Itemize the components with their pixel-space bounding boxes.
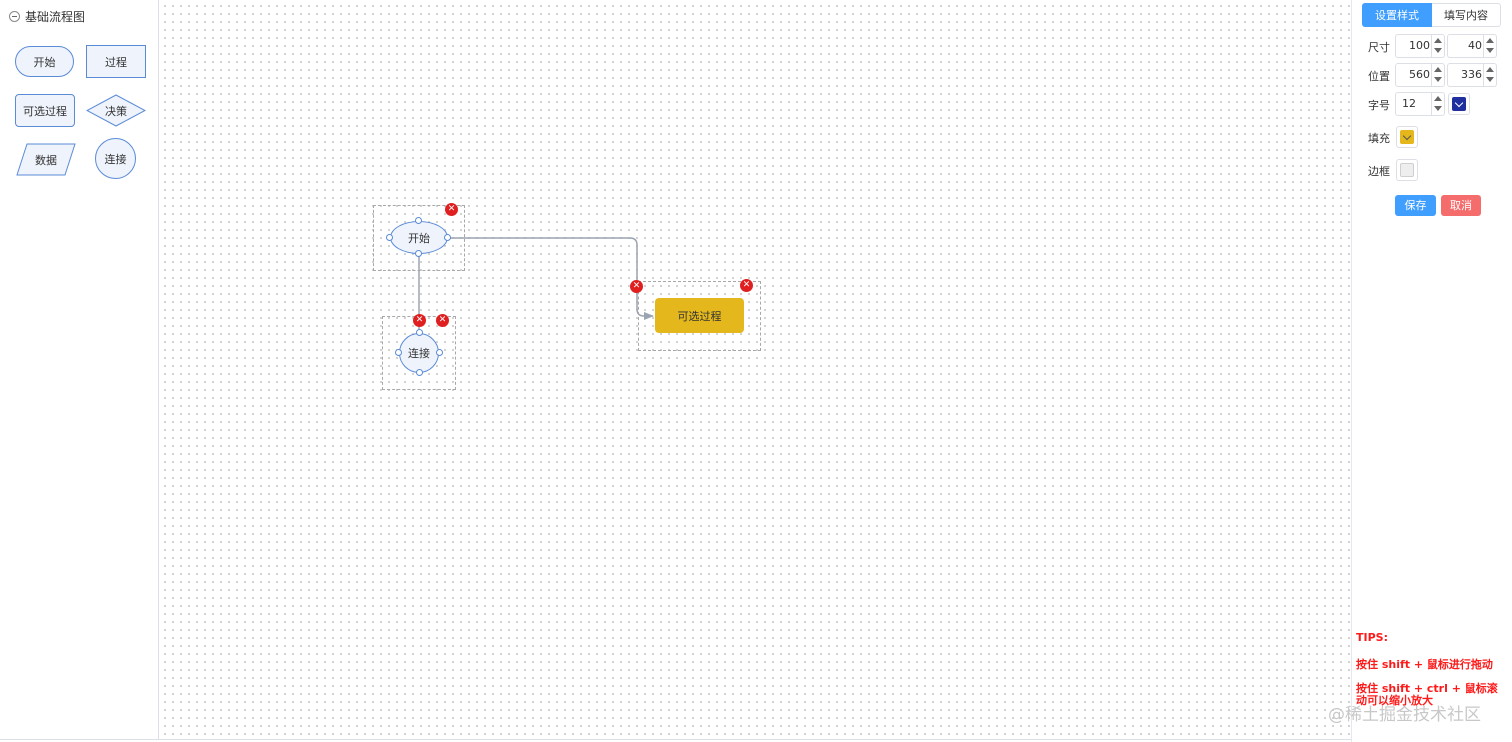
- fill-color-picker[interactable]: [1396, 126, 1418, 148]
- palette-shape-label: 连接: [104, 152, 127, 166]
- palette-shape-optional-process[interactable]: 可选过程: [15, 94, 75, 127]
- delete-node-icon[interactable]: ✕: [740, 279, 753, 292]
- border-label: 边框: [1368, 165, 1390, 178]
- fill-color-swatch: [1400, 130, 1414, 144]
- border-color-picker[interactable]: [1396, 159, 1418, 181]
- font-size-label: 字号: [1368, 99, 1390, 112]
- chevron-up-icon[interactable]: [1434, 67, 1442, 72]
- tip-zoom: 按住 shift + ctrl + 鼠标滚动可以缩小放大: [1356, 682, 1498, 707]
- diamond-shape: [86, 94, 146, 127]
- chevron-up-icon[interactable]: [1486, 38, 1494, 43]
- palette-shape-label: 开始: [33, 55, 56, 69]
- flowchart-canvas[interactable]: 开始 ✕ 连接 ✕ ✕ 可选过程 ✕ ✕: [159, 0, 1351, 740]
- cancel-button[interactable]: 取消: [1441, 195, 1481, 216]
- font-color-picker[interactable]: [1448, 93, 1470, 115]
- properties-panel: 设置样式 填写内容 尺寸 100 40 位置 560 336 字号 12 填充 …: [1351, 0, 1512, 742]
- delete-edge-icon[interactable]: ✕: [630, 280, 643, 293]
- node-optional-process[interactable]: 可选过程: [655, 298, 744, 333]
- delete-edge-icon[interactable]: ✕: [413, 314, 426, 327]
- panel-tabs: 设置样式 填写内容: [1362, 3, 1501, 27]
- stepper-arrows[interactable]: [1483, 35, 1496, 57]
- palette-shape-label: 决策: [105, 104, 127, 118]
- chevron-down-icon: [1454, 98, 1464, 107]
- chevron-down-icon[interactable]: [1434, 106, 1442, 111]
- x-value: 560: [1409, 68, 1430, 81]
- edge-layer: [418, 237, 654, 333]
- position-label: 位置: [1368, 70, 1390, 83]
- save-button[interactable]: 保存: [1395, 195, 1436, 216]
- size-label: 尺寸: [1368, 41, 1390, 54]
- chevron-up-icon[interactable]: [1434, 38, 1442, 43]
- chevron-down-icon[interactable]: [1434, 77, 1442, 82]
- collapse-icon[interactable]: [9, 11, 20, 22]
- node-label: 开始: [408, 231, 430, 245]
- delete-node-icon[interactable]: ✕: [436, 314, 449, 327]
- width-stepper[interactable]: 100: [1395, 34, 1445, 58]
- anchor-point-right[interactable]: [444, 234, 451, 241]
- tab-fill-content[interactable]: 填写内容: [1432, 3, 1501, 27]
- node-connect[interactable]: 连接: [399, 333, 439, 373]
- stepper-arrows[interactable]: [1431, 35, 1444, 57]
- delete-node-icon[interactable]: ✕: [445, 203, 458, 216]
- palette-shape-decision[interactable]: 决策: [86, 94, 146, 127]
- palette-shape-process[interactable]: 过程: [86, 45, 146, 78]
- stepper-arrows[interactable]: [1483, 64, 1496, 86]
- tip-drag: 按住 shift + 鼠标进行拖动: [1356, 658, 1493, 671]
- selection-frame-start: [373, 205, 465, 271]
- edge-start-to-optional[interactable]: [448, 237, 654, 320]
- chevron-up-icon[interactable]: [1486, 67, 1494, 72]
- chevron-down-icon[interactable]: [1434, 48, 1442, 53]
- chevron-down-icon: [1402, 131, 1412, 140]
- anchor-point-top[interactable]: [415, 217, 422, 224]
- palette-shape-connector[interactable]: 连接: [95, 138, 136, 179]
- border-color-swatch: [1400, 163, 1414, 177]
- node-label: 连接: [408, 347, 430, 360]
- palette-shape-label: 数据: [35, 153, 57, 167]
- width-value: 100: [1409, 39, 1430, 52]
- font-size-value: 12: [1402, 97, 1416, 110]
- y-value: 336: [1461, 68, 1482, 81]
- anchor-point-bottom[interactable]: [416, 369, 423, 376]
- watermark: @稀土掘金技术社区: [1328, 705, 1481, 725]
- tips-title: TIPS:: [1356, 631, 1388, 644]
- anchor-point-left[interactable]: [395, 349, 402, 356]
- font-color-swatch: [1452, 97, 1466, 111]
- node-label: 可选过程: [677, 309, 722, 323]
- anchor-point-right[interactable]: [436, 349, 443, 356]
- chevron-up-icon[interactable]: [1434, 96, 1442, 101]
- palette-shape-data[interactable]: 数据: [16, 143, 76, 176]
- x-stepper[interactable]: 560: [1395, 63, 1445, 87]
- palette-shape-label: 过程: [105, 55, 127, 69]
- stepper-arrows[interactable]: [1431, 64, 1444, 86]
- palette-group-header[interactable]: 基础流程图: [9, 8, 85, 25]
- height-value: 40: [1468, 39, 1482, 52]
- chevron-down-icon[interactable]: [1486, 77, 1494, 82]
- tab-set-style[interactable]: 设置样式: [1362, 3, 1432, 27]
- palette-shape-start[interactable]: 开始: [15, 46, 74, 77]
- y-stepper[interactable]: 336: [1447, 63, 1497, 87]
- parallelogram-shape: [16, 143, 76, 176]
- anchor-point-left[interactable]: [386, 234, 393, 241]
- palette-group-title: 基础流程图: [25, 10, 86, 24]
- chevron-down-icon[interactable]: [1486, 48, 1494, 53]
- fill-label: 填充: [1368, 132, 1390, 145]
- font-size-stepper[interactable]: 12: [1395, 92, 1445, 116]
- anchor-point-top[interactable]: [416, 329, 423, 336]
- anchor-point-bottom[interactable]: [415, 250, 422, 257]
- palette-shape-label: 可选过程: [23, 104, 67, 118]
- height-stepper[interactable]: 40: [1447, 34, 1497, 58]
- selection-frame-optional: [638, 281, 761, 351]
- shape-palette-sidebar: 基础流程图 开始 过程 可选过程 决策 数据 连接: [0, 0, 159, 740]
- stepper-arrows[interactable]: [1431, 93, 1444, 115]
